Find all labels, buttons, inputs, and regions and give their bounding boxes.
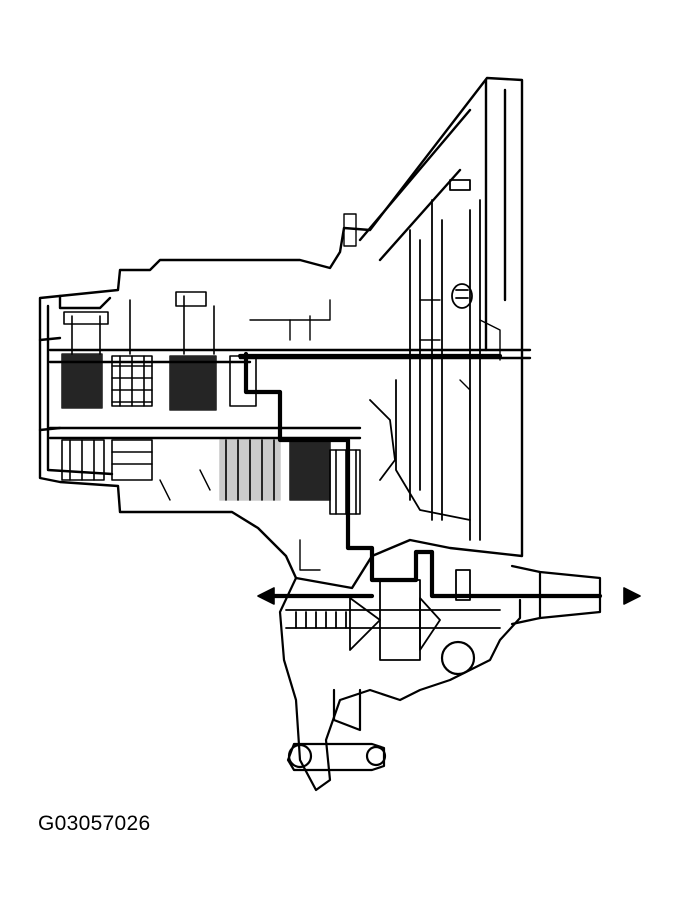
figure-id-label: G03057026 xyxy=(38,812,151,835)
countershaft xyxy=(48,426,362,440)
power-flow-path xyxy=(237,351,603,599)
gear-cluster-lower xyxy=(61,439,361,515)
right-output-arrow xyxy=(623,587,641,605)
final-drive-housing xyxy=(278,576,522,792)
clutch-assembly xyxy=(369,179,481,541)
differential xyxy=(285,569,501,661)
left-output-arrow xyxy=(257,587,275,605)
transaxle-housing xyxy=(38,76,524,590)
housing-details xyxy=(159,213,501,571)
